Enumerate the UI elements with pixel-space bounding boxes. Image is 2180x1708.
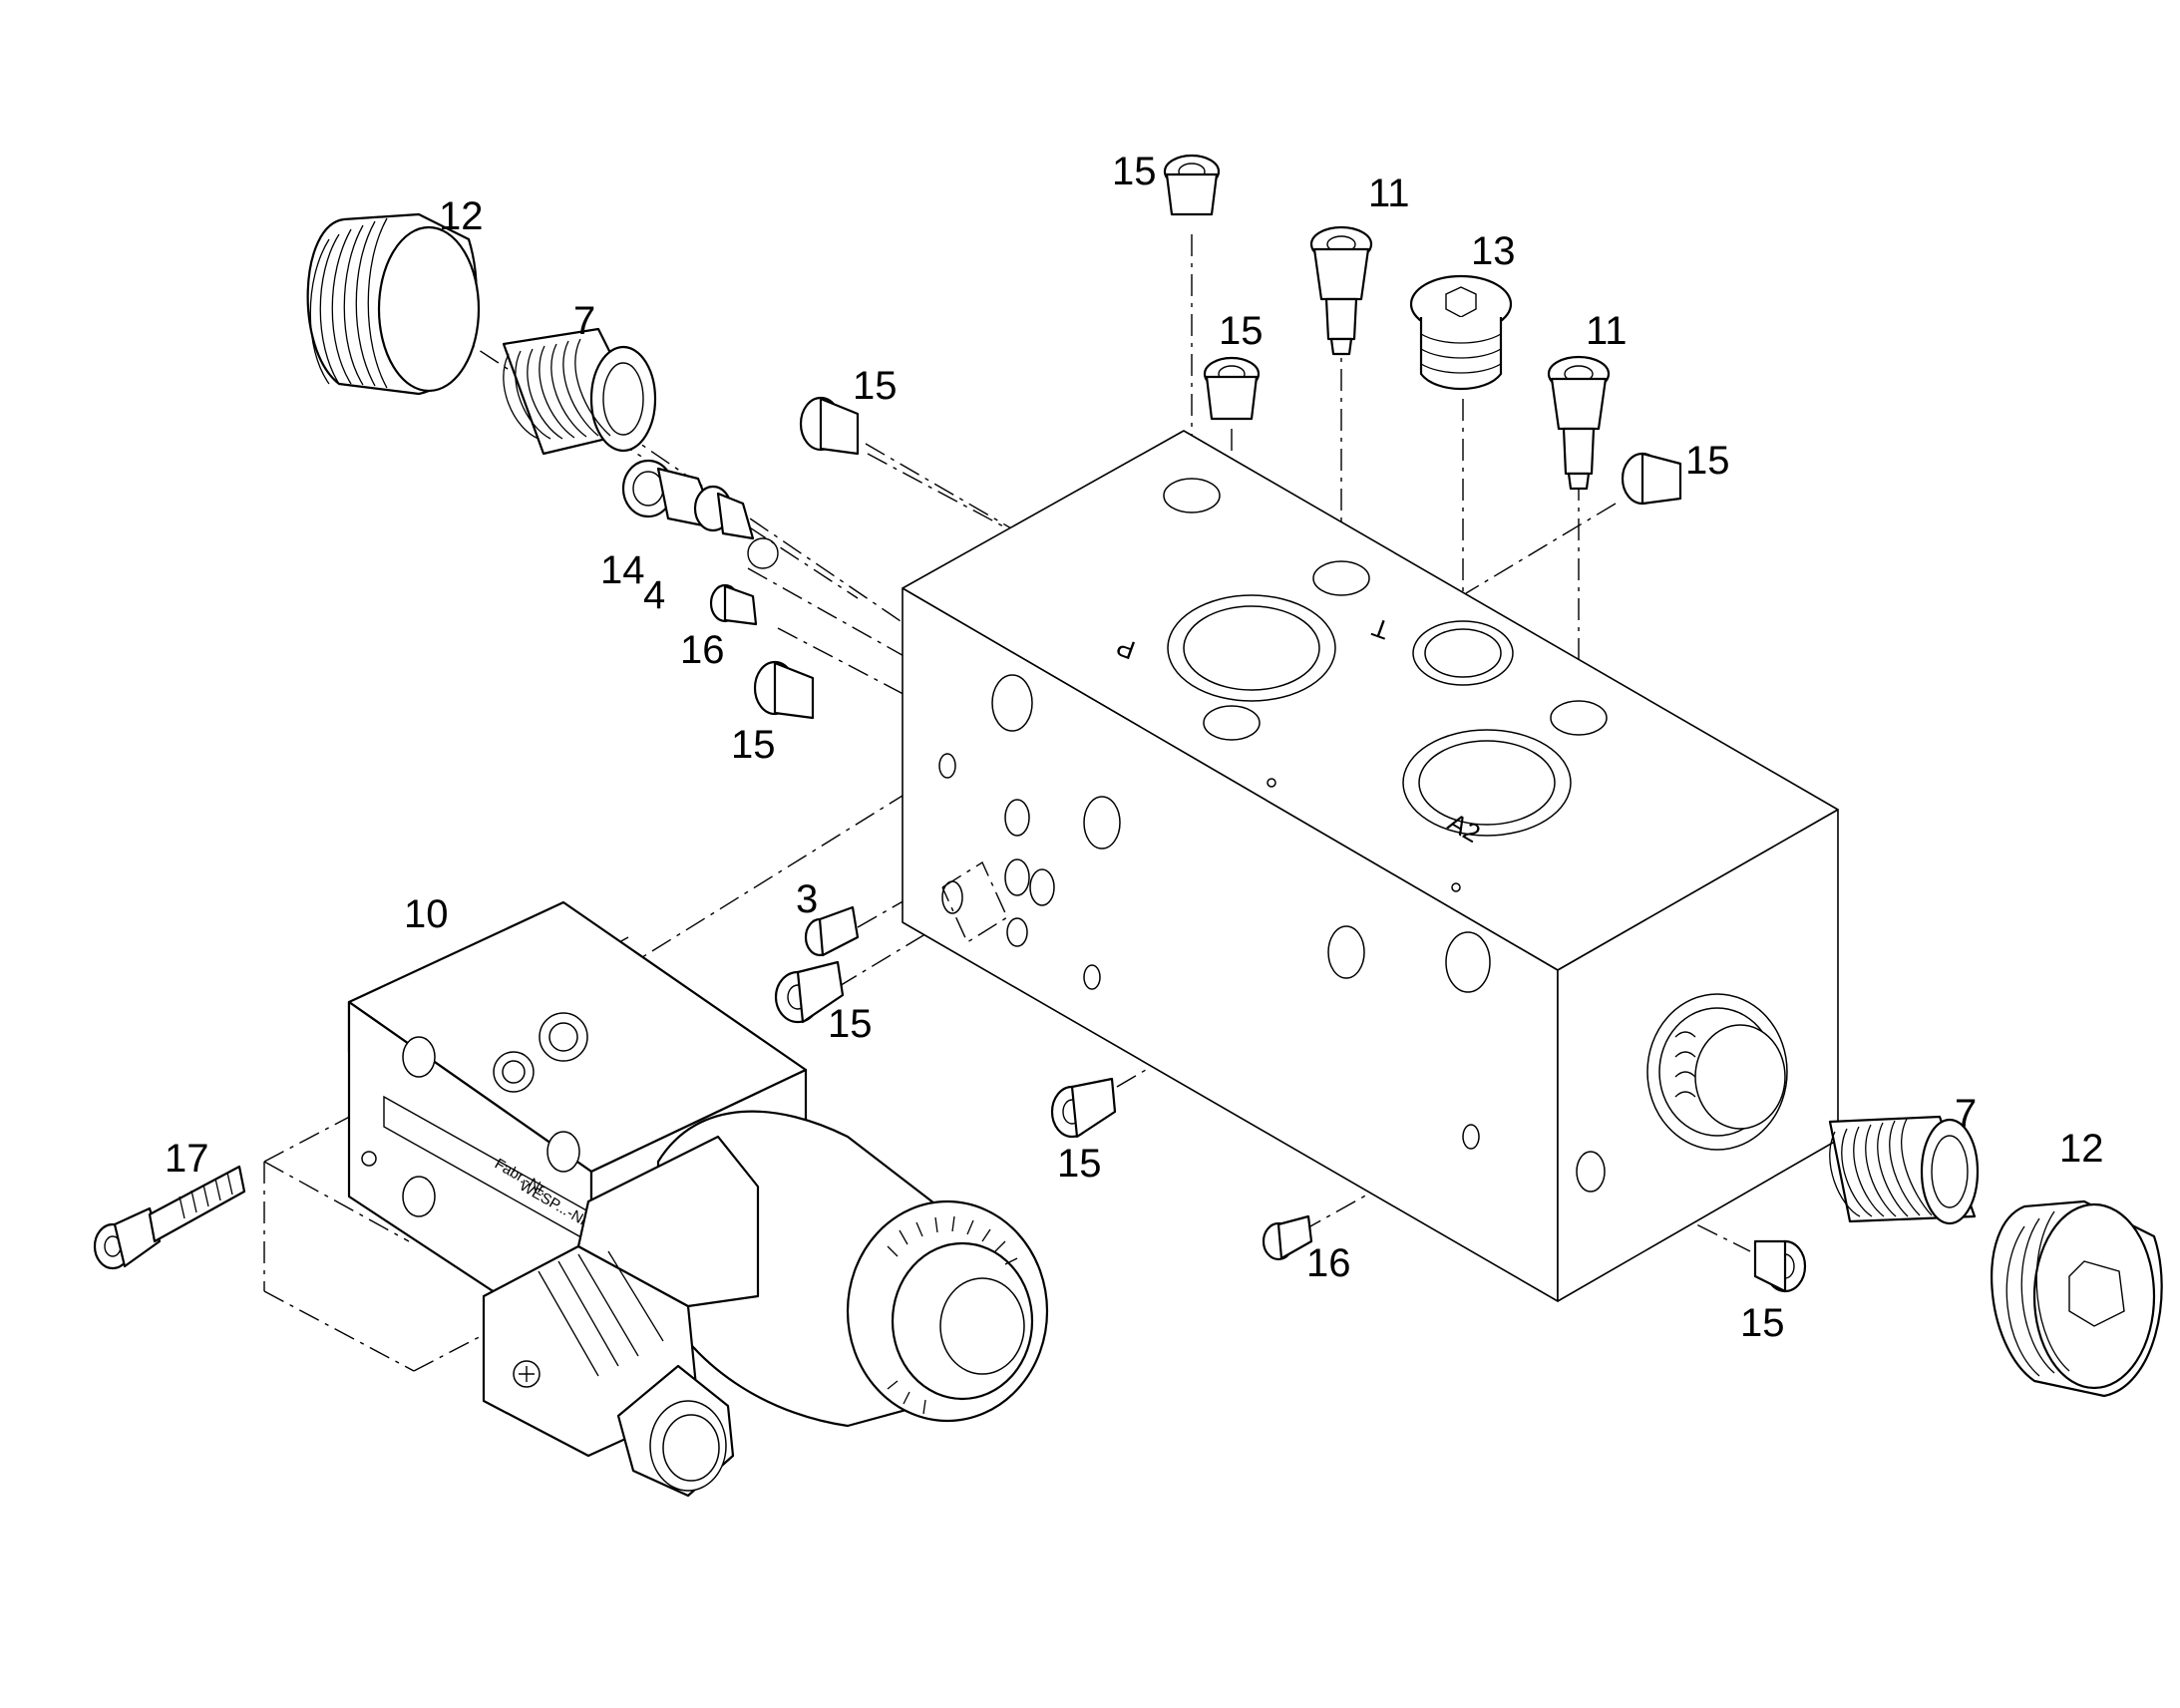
- callout-11-a: 11: [1368, 171, 1410, 215]
- top-face-ports: P T A2: [1112, 478, 1608, 892]
- callout-3: 3: [796, 877, 818, 921]
- plug-15-a: [799, 396, 860, 456]
- callout-15-g: 15: [1057, 1142, 1102, 1186]
- plug-3: [804, 905, 860, 957]
- callout-17: 17: [165, 1137, 209, 1181]
- screw-17: [93, 1165, 246, 1270]
- callout-7-left: 7: [573, 299, 595, 343]
- plug-15-d: [1203, 356, 1261, 421]
- callout-15-d: 15: [1219, 309, 1264, 353]
- plug-15-b: [753, 660, 815, 720]
- plug-15-f: [774, 960, 845, 1024]
- spring-7-right: [1828, 1115, 1980, 1225]
- callout-15-a: 15: [853, 364, 898, 408]
- plug-15-e: [1621, 452, 1682, 506]
- cartridge-11-a: [1309, 225, 1373, 356]
- plug-12-right: [1991, 1199, 2163, 1398]
- callout-15-b: 15: [731, 723, 776, 767]
- callout-12-right: 12: [2059, 1127, 2104, 1171]
- ball: [747, 537, 779, 569]
- cartridge-11-b: [1547, 355, 1611, 491]
- plug-15-h: [1753, 1239, 1807, 1293]
- valve-block: P T A2: [902, 430, 1839, 1302]
- callout-14: 14: [600, 548, 645, 592]
- callout-16-a: 16: [680, 628, 725, 672]
- plug-12-left: [306, 212, 481, 396]
- callout-12-left: 12: [439, 194, 484, 238]
- callout-16-b: 16: [1306, 1241, 1351, 1285]
- callout-15-c: 15: [1112, 150, 1157, 193]
- callout-10: 10: [404, 892, 449, 936]
- front-face-holes: [938, 674, 1491, 1150]
- solenoid-valve: Fabr.-Nr. WESP...-Nr.: [347, 900, 1049, 1498]
- side-face-port: [1576, 993, 1788, 1193]
- callout-4: 4: [643, 573, 665, 617]
- callout-13: 13: [1471, 229, 1516, 273]
- callout-11-b: 11: [1586, 309, 1628, 353]
- callout-7-right: 7: [1955, 1092, 1977, 1136]
- callouts: 12 7 14 4 15 16 15 15 11 15 13 11 15 10 …: [165, 150, 2104, 1345]
- plug-16-a: [709, 583, 758, 626]
- cap-13: [1409, 274, 1513, 391]
- callout-15-h: 15: [1740, 1301, 1785, 1345]
- cartridge-14: [621, 459, 720, 530]
- spring-7-left: [502, 327, 657, 456]
- plug-15-g: [1050, 1077, 1117, 1139]
- plug-15-c: [1163, 154, 1221, 216]
- callout-15-e: 15: [1685, 439, 1730, 483]
- callout-15-f: 15: [828, 1002, 873, 1046]
- cartridge-4: [693, 485, 779, 569]
- plug-16-b: [1262, 1214, 1313, 1261]
